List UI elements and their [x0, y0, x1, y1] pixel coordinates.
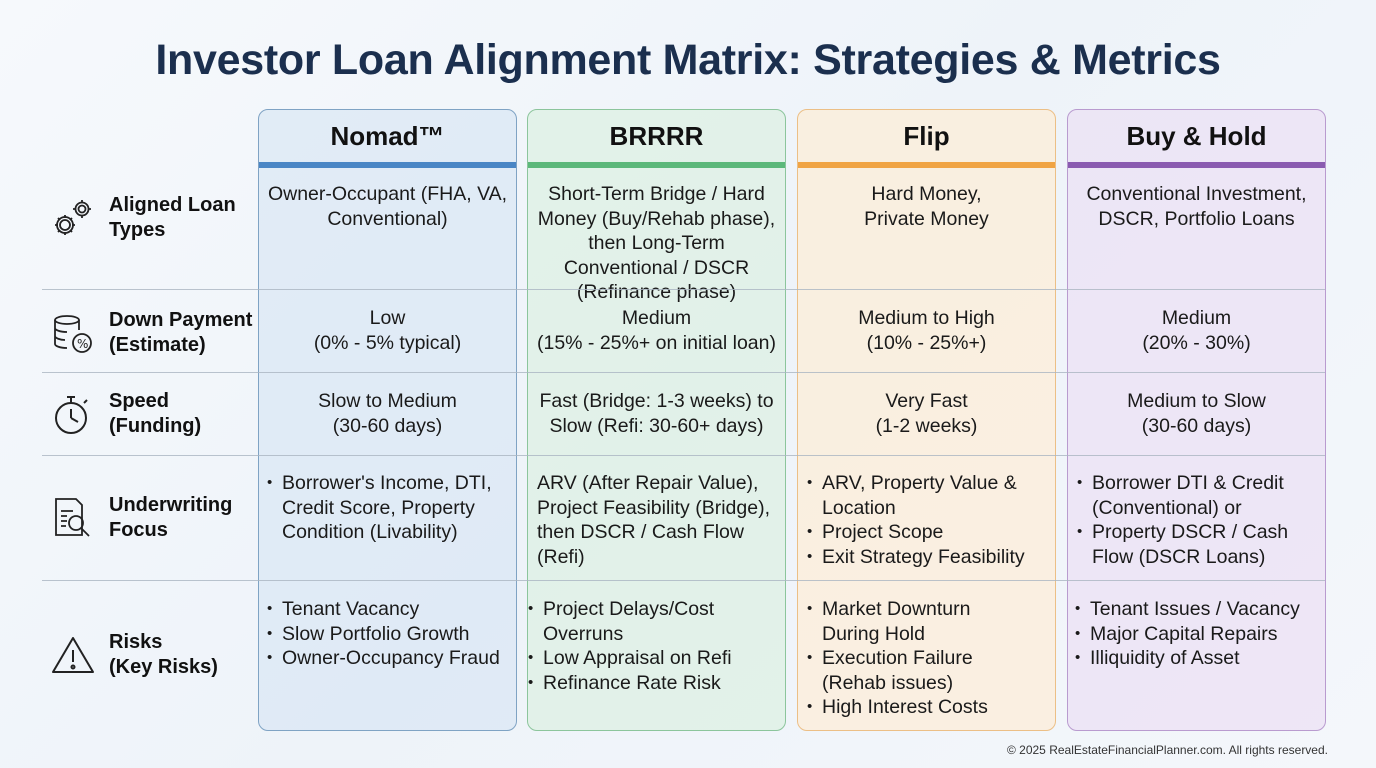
svg-text:%: %: [77, 337, 88, 351]
header-color-bar: [1068, 162, 1325, 168]
gears-icon: [55, 200, 91, 235]
document-search-icon: [55, 498, 90, 537]
warning-icon: [52, 637, 94, 673]
list-item: ARV, Property Value & Location: [807, 471, 1047, 520]
cell-speed: Slow to Medium(30-60 days): [318, 390, 457, 437]
row-label-risks: Risks (Key Risks): [50, 627, 255, 683]
list-item: Market Downturn During Hold: [807, 597, 1015, 646]
column-header: Flip: [903, 120, 950, 151]
list-item: Major Capital Repairs: [1075, 622, 1317, 647]
column-header: BRRRR: [609, 120, 704, 151]
list-item: Project Scope: [807, 520, 1047, 545]
cell-underwriting: Borrower's Income, DTI, Credit Score, Pr…: [259, 471, 516, 545]
row-label-down-payment: % Down Payment (Estimate): [50, 305, 255, 361]
row-divider: [42, 580, 1325, 581]
stopwatch-icon: [55, 396, 88, 434]
column-header: Nomad™: [330, 120, 445, 151]
list-item: Tenant Vacancy: [267, 597, 508, 622]
column-buy-and-hold: Buy & Hold Conventional Investment, DSCR…: [1067, 109, 1326, 731]
cell-down-payment: Medium(15% - 25%+ on initial loan): [536, 307, 776, 354]
cell-down-payment: Medium to High(10% - 25%+): [858, 307, 995, 354]
cell-loan-types: Hard Money, Private Money: [864, 183, 989, 230]
list-item: Borrower DTI & Credit (Conventional) or: [1077, 471, 1305, 520]
list-item: Project Delays/Cost Overruns: [528, 597, 777, 646]
header-color-bar: [259, 162, 516, 168]
cell-underwriting: ARV, Property Value & LocationProject Sc…: [798, 471, 1055, 569]
list-item: Low Appraisal on Refi: [528, 646, 777, 671]
column-header: Buy & Hold: [1126, 120, 1267, 151]
cell-risks: Tenant VacancySlow Portfolio GrowthOwner…: [259, 597, 516, 671]
row-label-speed: Speed (Funding): [50, 386, 255, 442]
list-item: Owner-Occupancy Fraud: [267, 646, 508, 671]
cell-down-payment: Medium(20% - 30%): [1142, 307, 1251, 354]
header-color-bar: [798, 162, 1055, 168]
coins-percent-icon: %: [54, 315, 92, 353]
row-divider: [42, 372, 1325, 373]
column-brrrr: BRRRR Short-Term Bridge / Hard Money (Bu…: [527, 109, 786, 731]
list-item: High Interest Costs: [807, 695, 1015, 720]
cell-underwriting: ARV (After Repair Value), Project Feasib…: [537, 472, 770, 568]
column-flip: Flip Hard Money, Private Money Medium to…: [797, 109, 1056, 731]
cell-speed: Very Fast(1-2 weeks): [875, 390, 978, 437]
header-color-bar: [528, 162, 785, 168]
cell-loan-types: Short-Term Bridge / Hard Money (Buy/Reha…: [537, 183, 776, 303]
row-divider: [42, 289, 1325, 290]
cell-risks: Project Delays/Cost OverrunsLow Appraisa…: [528, 597, 785, 695]
list-item: Slow Portfolio Growth: [267, 622, 508, 647]
cell-risks: Market Downturn During HoldExecution Fai…: [798, 597, 1055, 720]
list-item: Exit Strategy Feasibility: [807, 545, 1047, 570]
cell-loan-types: Owner-Occupant (FHA, VA, Conventional): [267, 183, 508, 230]
list-item: Property DSCR / Cash Flow (DSCR Loans): [1077, 520, 1305, 569]
row-label-loan-types: Aligned Loan Types: [50, 190, 255, 246]
row-label-underwriting: Underwriting Focus: [50, 490, 255, 546]
cell-underwriting: Borrower DTI & Credit (Conventional) orP…: [1068, 471, 1325, 569]
copyright-footer: © 2025 RealEstateFinancialPlanner.com. A…: [1006, 743, 1328, 757]
list-item: Execution Failure (Rehab issues): [807, 646, 1015, 695]
row-divider: [42, 455, 1325, 456]
list-item: Borrower's Income, DTI, Credit Score, Pr…: [267, 471, 508, 545]
page-title: Investor Loan Alignment Matrix: Strategi…: [155, 36, 1221, 84]
cell-down-payment: Low(0% - 5% typical): [313, 307, 462, 354]
list-item: Refinance Rate Risk: [528, 671, 777, 696]
cell-risks: Tenant Issues / VacancyMajor Capital Rep…: [1068, 597, 1325, 671]
cell-loan-types: Conventional Investment, DSCR, Portfolio…: [1086, 183, 1307, 230]
column-nomad: Nomad™ Owner-Occupant (FHA, VA, Conventi…: [258, 109, 517, 731]
list-item: Tenant Issues / Vacancy: [1075, 597, 1317, 622]
cell-speed: Medium to Slow(30-60 days): [1127, 390, 1266, 437]
list-item: Illiquidity of Asset: [1075, 646, 1317, 671]
